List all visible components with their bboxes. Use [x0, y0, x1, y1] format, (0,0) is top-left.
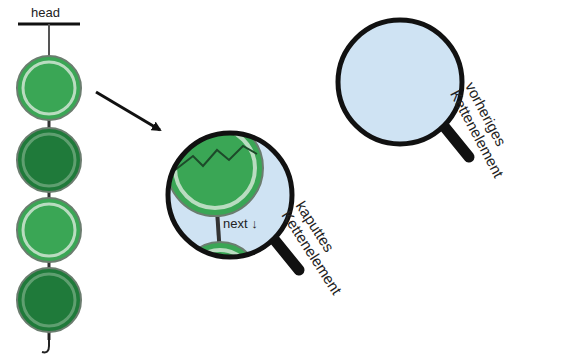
- pointer-label: next ↓: [223, 216, 258, 231]
- chain-beads: [17, 56, 81, 352]
- lens-shape: [165, 130, 295, 260]
- zoom-arrow: [96, 92, 160, 130]
- lens-caption: vorheriges Kettenelement: [447, 79, 529, 192]
- pointer-label: head: [31, 5, 60, 20]
- magnifier-lens: next ↓kaputtes Kettenelement: [165, 130, 295, 260]
- lens-shape: [335, 17, 465, 147]
- head-link: [48, 24, 50, 56]
- magnifier-lens: vorheriges Kettenelement: [335, 17, 465, 147]
